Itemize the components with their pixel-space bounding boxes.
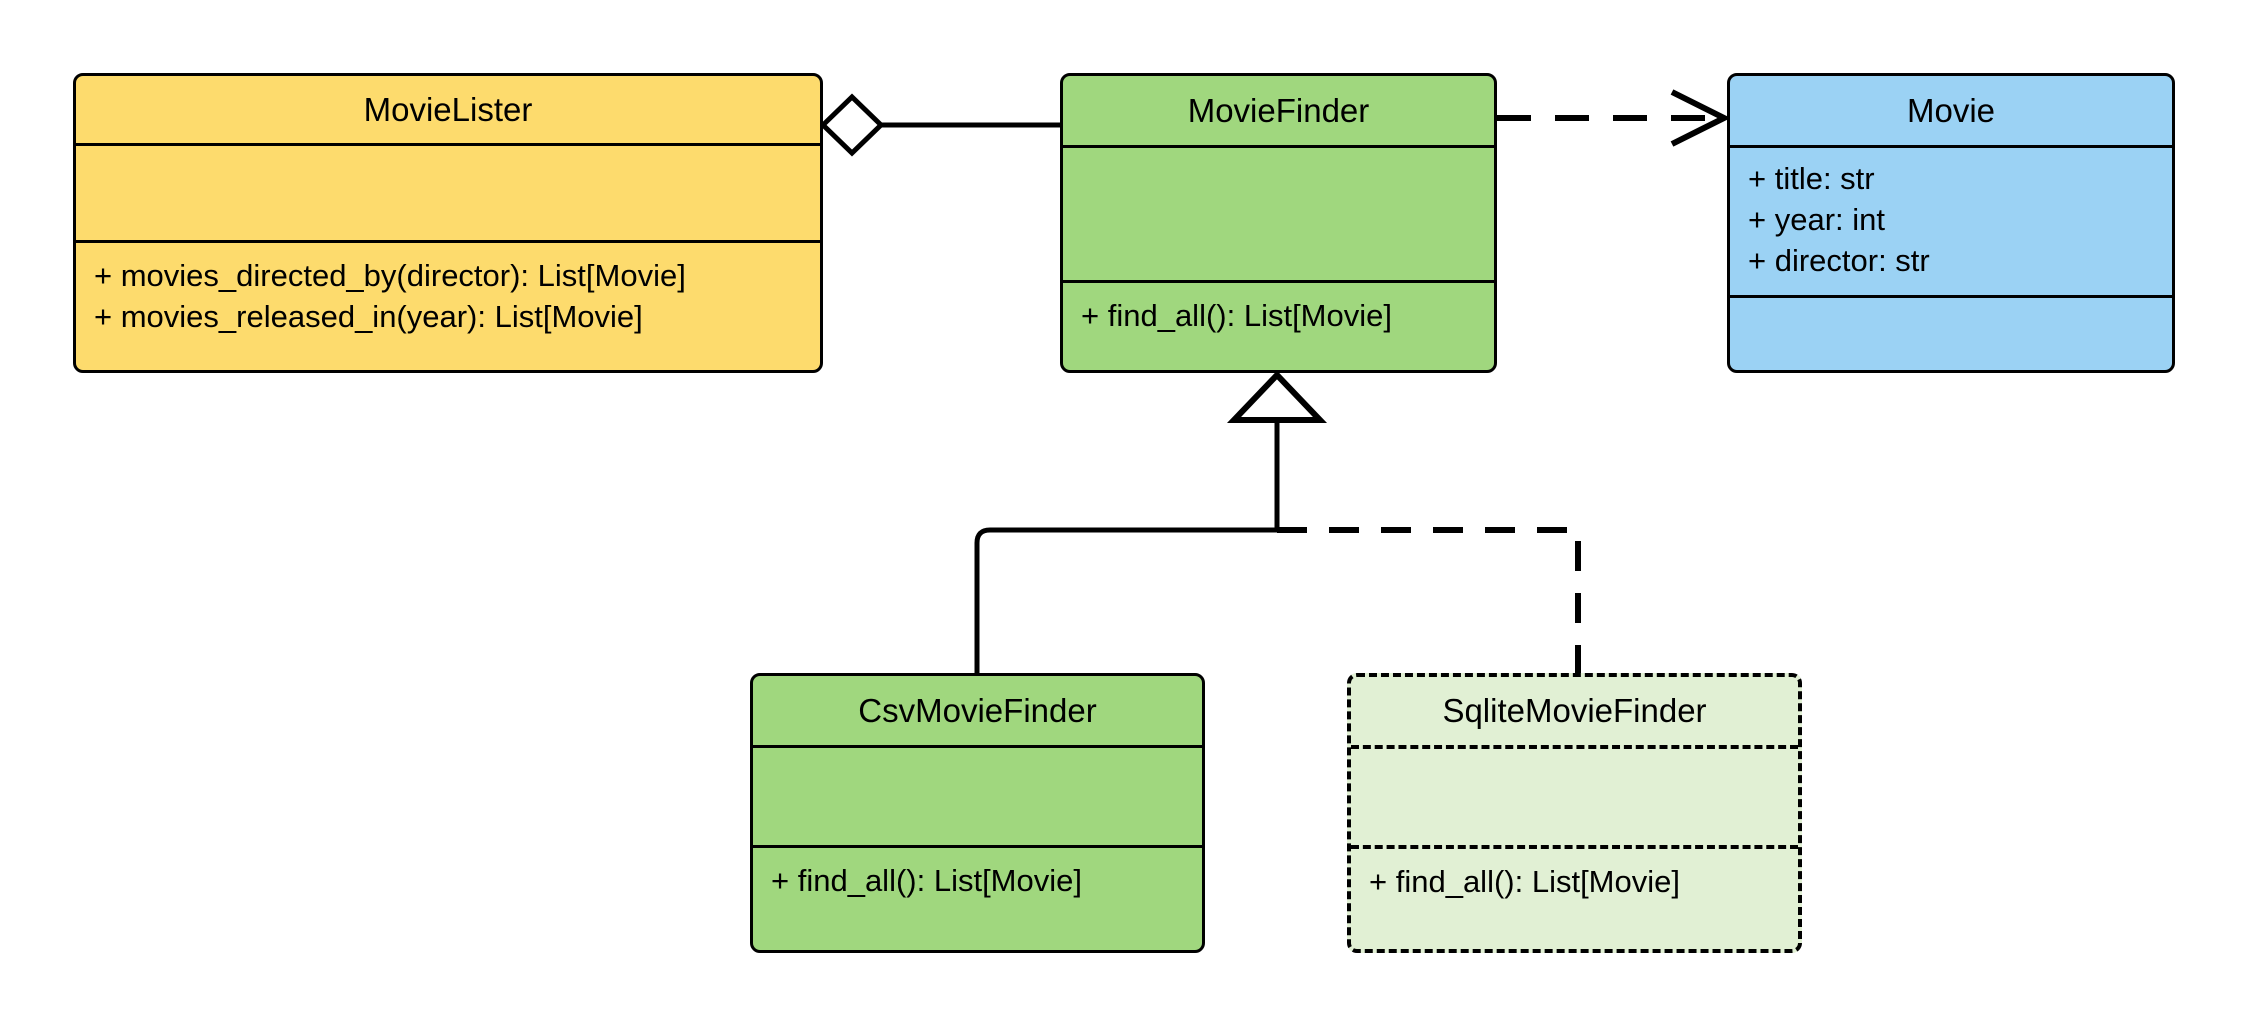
inheritance-sqlite-finder-connector	[1277, 527, 1581, 673]
class-name-movie: Movie	[1730, 76, 2172, 148]
class-methods-sqlite-movie-finder: + find_all(): List[Movie]	[1351, 849, 1798, 949]
inheritance-trunk-connector	[1226, 370, 1328, 530]
class-attributes-movie-lister	[76, 146, 820, 243]
attribute-item: + director: str	[1748, 243, 1930, 279]
class-name-csv-movie-finder: CsvMovieFinder	[753, 676, 1202, 748]
class-methods-movie	[1730, 298, 2172, 370]
method-item: + movies_directed_by(director): List[Mov…	[94, 258, 686, 293]
class-box-movie-lister[interactable]: MovieLister + movies_directed_by(directo…	[73, 73, 823, 373]
hollow-diamond-icon	[819, 93, 885, 157]
class-attributes-movie: + title: str + year: int + director: str	[1730, 148, 2172, 298]
method-item: + find_all(): List[Movie]	[1369, 864, 1680, 899]
class-box-sqlite-movie-finder[interactable]: SqliteMovieFinder + find_all(): List[Mov…	[1347, 673, 1802, 953]
inheritance-csv-finder-connector	[974, 527, 1277, 673]
hollow-triangle-icon	[1226, 370, 1328, 423]
class-name-sqlite-movie-finder: SqliteMovieFinder	[1351, 677, 1798, 749]
class-methods-movie-lister: + movies_directed_by(director): List[Mov…	[76, 243, 820, 370]
method-item: + movies_released_in(year): List[Movie]	[94, 299, 643, 335]
class-methods-movie-finder: + find_all(): List[Movie]	[1063, 283, 1494, 370]
class-box-csv-movie-finder[interactable]: CsvMovieFinder + find_all(): List[Movie]	[750, 673, 1205, 953]
inheritance-csv-line	[974, 527, 1277, 673]
class-attributes-movie-finder	[1063, 148, 1494, 283]
dependency-finder-movie-connector	[1497, 89, 1731, 147]
method-item: + find_all(): List[Movie]	[771, 863, 1082, 898]
class-attributes-csv-movie-finder	[753, 748, 1202, 848]
attribute-item: + year: int	[1748, 202, 1885, 238]
attribute-item: + title: str	[1748, 161, 1875, 196]
class-attributes-sqlite-movie-finder	[1351, 749, 1798, 849]
aggregation-lister-finder-connector	[819, 93, 1060, 157]
class-methods-csv-movie-finder: + find_all(): List[Movie]	[753, 848, 1202, 950]
class-name-movie-finder: MovieFinder	[1063, 76, 1494, 148]
class-box-movie-finder[interactable]: MovieFinder + find_all(): List[Movie]	[1060, 73, 1497, 373]
class-box-movie[interactable]: Movie + title: str + year: int + directo…	[1727, 73, 2175, 373]
inheritance-sqlite-line	[1277, 527, 1581, 673]
class-name-movie-lister: MovieLister	[76, 76, 820, 146]
open-arrow-icon	[1670, 89, 1731, 147]
method-item: + find_all(): List[Movie]	[1081, 298, 1392, 333]
